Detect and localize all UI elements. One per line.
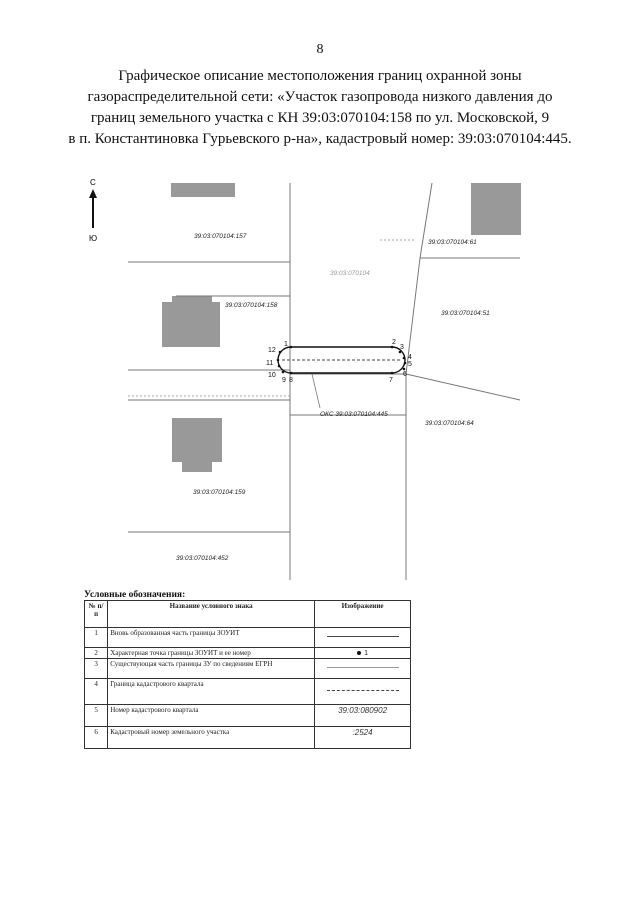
parcel-number-sample: :2524 xyxy=(352,728,373,737)
quarter-label: 39:03:070104 xyxy=(330,270,370,277)
legend-row-num: 5 xyxy=(83,704,109,727)
point-label: 5 xyxy=(408,361,412,368)
parcel-label: 39:03:070104:51 xyxy=(441,310,490,317)
parcel-label: 39:03:070104:157 xyxy=(194,233,247,240)
title-line: в п. Константиновка Гурьевского р-на», к… xyxy=(68,131,572,147)
legend-title: Условные обозначения: xyxy=(84,590,186,600)
building xyxy=(162,302,220,347)
title-line: границ земельного участка с КН 39:03:070… xyxy=(90,110,550,126)
point-label: 9 xyxy=(282,377,286,384)
dot-icon xyxy=(357,651,362,655)
compass: С Ю xyxy=(89,178,97,243)
building xyxy=(172,296,212,306)
legend-row-name: Существующая часть границы ЗУ по сведени… xyxy=(107,658,316,679)
legend-header-num: № п/ п xyxy=(83,600,109,628)
point-symbol-number: 1 xyxy=(364,649,368,657)
point-label: 8 xyxy=(289,377,293,384)
parcel-boundaries xyxy=(128,182,521,580)
building xyxy=(172,418,222,462)
point-label: 4 xyxy=(408,354,412,361)
thin-line-symbol xyxy=(326,667,399,668)
legend-row-num: 6 xyxy=(83,726,109,749)
parcel-label: 39:03:070104:158 xyxy=(225,302,278,309)
building xyxy=(471,183,521,235)
compass-north-label: С xyxy=(90,178,96,187)
point-label: 6 xyxy=(403,371,407,378)
oks-leader xyxy=(311,373,321,409)
characteristic-points xyxy=(276,345,407,375)
title-line: газораспределительной сети: «Участок газ… xyxy=(87,89,553,105)
parcel-label: 39:03:070104:64 xyxy=(425,420,474,427)
point-label: 3 xyxy=(400,344,404,351)
page-number: 8 xyxy=(316,42,324,57)
legend-row: 5 Номер кадастрового квартала 39:03:0809… xyxy=(83,704,411,727)
legend-row-image xyxy=(314,627,411,648)
legend-row-name: Кадастровый номер земельного участка xyxy=(107,726,316,749)
quarter-number-sample: 39:03:080902 xyxy=(338,706,388,715)
point-label: 11 xyxy=(266,360,273,367)
point-label: 7 xyxy=(389,377,393,384)
legend-row-image: 39:03:080902 xyxy=(314,704,411,727)
legend-header-name: Название условного знака xyxy=(107,600,316,628)
legend-table: № п/ п Название условного знака Изображе… xyxy=(83,600,411,749)
compass-south-label: Ю xyxy=(89,234,97,243)
legend-row-num: 2 xyxy=(83,647,109,659)
legend-row-num: 4 xyxy=(83,678,109,705)
legend-header-image: Изображение xyxy=(314,600,411,628)
legend-row-image xyxy=(314,678,411,705)
point-label: 12 xyxy=(268,347,276,354)
parcel-label: 39:03:070104:159 xyxy=(193,489,246,496)
point-label: 2 xyxy=(392,339,396,346)
legend-row: 3 Существующая часть границы ЗУ по сведе… xyxy=(83,658,411,679)
legend-row: 1 Вновь образованная часть границы ЗОУИТ xyxy=(83,627,411,648)
point-symbol: 1 xyxy=(357,650,368,657)
point-label: 10 xyxy=(268,372,276,379)
legend-row-image xyxy=(314,658,411,679)
legend-header-row: № п/ п Название условного знака Изображе… xyxy=(83,600,411,628)
title-line: Графическое описание местоположения гран… xyxy=(118,68,522,84)
parcel-label: ОКС 39:03:070104:445 xyxy=(320,411,388,418)
legend-row-image: :2524 xyxy=(314,726,411,749)
building xyxy=(171,183,235,197)
legend-row-name: Граница кадастрового квартала xyxy=(107,678,316,705)
legend-row: 4 Граница кадастрового квартала xyxy=(83,678,411,705)
legend-row-num: 3 xyxy=(83,658,109,679)
legend-row-num: 1 xyxy=(83,627,109,648)
document-title: Графическое описание местоположения гран… xyxy=(40,66,600,150)
parcel-label: 39:03:070104:452 xyxy=(176,555,229,562)
parcel-label: 39:03:070104:61 xyxy=(428,239,477,246)
legend-row-name: Номер кадастрового квартала xyxy=(107,704,316,727)
solid-line-symbol xyxy=(326,636,399,637)
legend-row-name: Характерная точка границы ЗОУИТ и ее ном… xyxy=(107,647,316,659)
building xyxy=(182,458,212,472)
point-label: 1 xyxy=(284,341,288,348)
legend-row-name: Вновь образованная часть границы ЗОУИТ xyxy=(107,627,316,648)
legend-row: 2 Характерная точка границы ЗОУИТ и ее н… xyxy=(83,647,411,659)
legend-row: 6 Кадастровый номер земельного участка :… xyxy=(83,726,411,749)
compass-arrowhead-icon xyxy=(89,189,97,198)
legend-row-image: 1 xyxy=(314,647,411,659)
dashed-line-symbol xyxy=(326,690,399,691)
